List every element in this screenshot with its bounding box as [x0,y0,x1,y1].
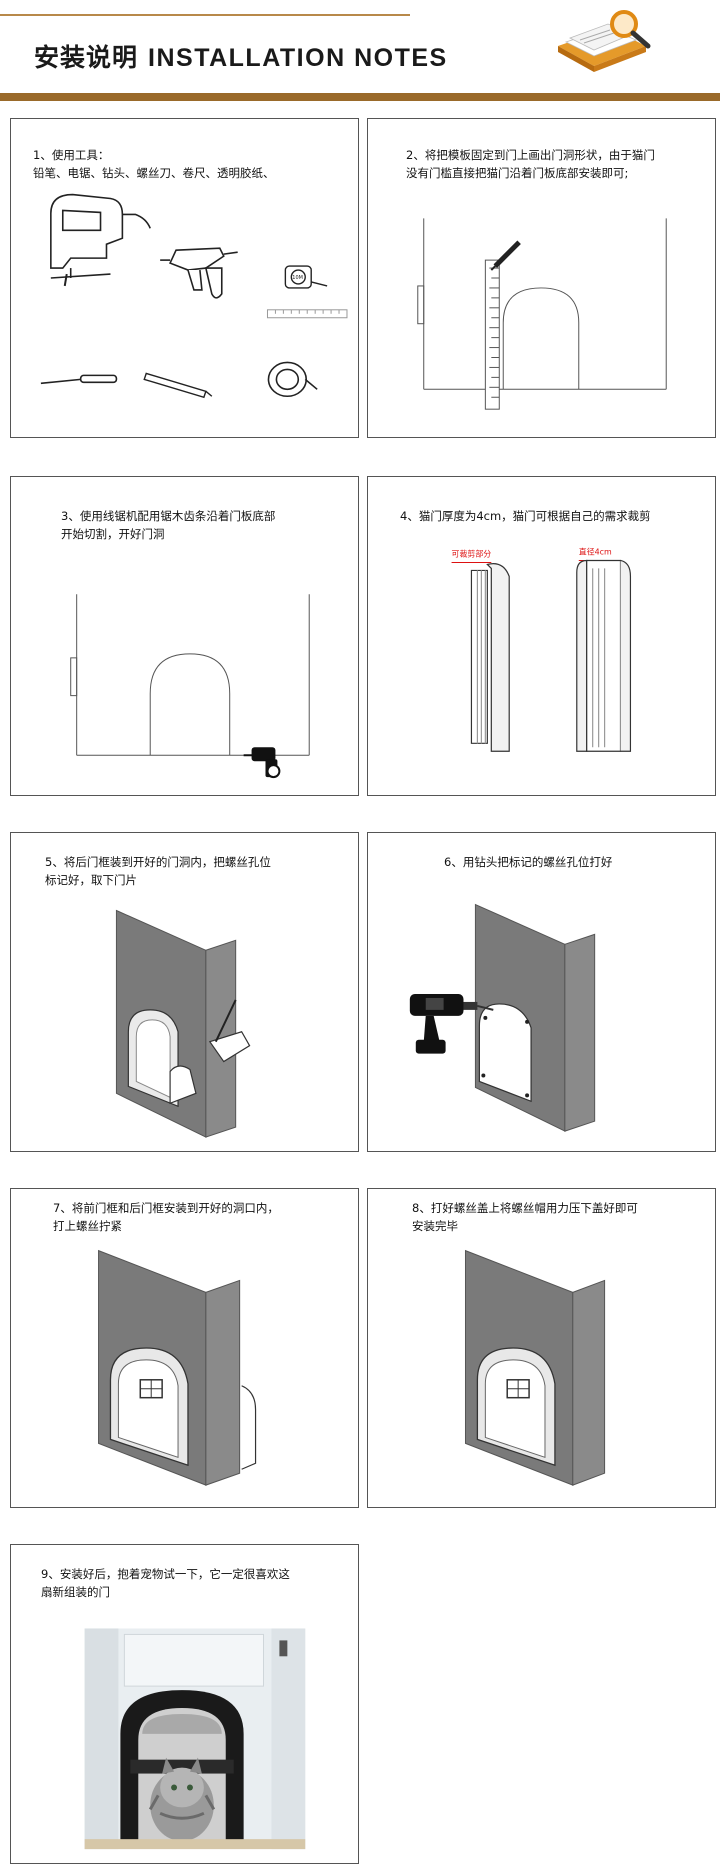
cat-door-front-frame [109,1347,189,1467]
step-6-panel: 6、用钻头把标记的螺丝孔位打好 [367,832,716,1152]
step-3-panel: 3、使用线锯机配用锯木齿条沿着门板底部 开始切割，开好门洞 [10,476,359,796]
step-5-caption: 5、将后门框装到开好的门洞内，把螺丝孔位 标记好，取下门片 [45,855,271,887]
header-bottom-bar [0,93,720,101]
step-2-panel: 2、将把模板固定到门上画出门洞形状，由于猫门 没有门槛直接把猫门沿着门板底部安装… [367,118,716,438]
diameter-label: 直径4cm [579,547,612,557]
traced-arch [502,287,580,390]
cutting-illustration [70,594,310,779]
marking-screw-holes-illustration [115,909,251,1138]
page-title: 安装说明 INSTALLATION NOTES [34,38,448,74]
floor [84,1839,306,1850]
title-chinese: 安装说明 [34,43,139,72]
page-header: 安装说明 INSTALLATION NOTES [0,0,720,104]
step-7-panel: 7、将前门框和后门框安装到开好的洞口内， 打上螺丝拧紧 [10,1188,359,1508]
documents-magnifier-icon [558,10,651,72]
step-1-panel: 1、使用工具： 铅笔、电锯、钻头、螺丝刀、卷尺、透明胶纸、 10M [10,118,359,438]
hand-icon [169,1065,197,1105]
step-4-caption: 4、猫门厚度为4cm，猫门可根据自己的需求裁剪 [400,509,651,523]
drilling-holes-illustration [409,903,596,1132]
door-opening [478,1003,532,1103]
step-9-panel: 9、安装好后，抱着宠物试一下，它一定很喜欢这 扇新组装的门 [10,1544,359,1864]
door-hinge [279,1640,288,1657]
door-side-view-right [576,559,632,752]
pencil-icon [490,240,521,271]
hand-with-pencil-icon [208,999,251,1063]
step-6-caption: 6、用钻头把标记的螺丝孔位打好 [444,855,613,869]
step-7-caption: 7、将前门框和后门框安装到开好的洞口内， 打上螺丝拧紧 [53,1201,279,1233]
hinge [70,657,78,697]
ruler-icon [266,309,348,319]
step-4-panel: 4、猫门厚度为4cm，猫门可根据自己的需求裁剪 可裁剪部分 直径4cm [367,476,716,796]
title-english: INSTALLATION NOTES [148,44,448,72]
glue-gun-icon [160,247,238,299]
installing-frames-illustration [98,1249,257,1486]
jigsaw-icon [243,747,281,779]
cat-image [148,1757,216,1842]
completed-installation-illustration [464,1249,606,1486]
cat-door-back-frame [241,1385,257,1470]
door-side-view-left [470,563,510,752]
cat-using-door-photo [84,1628,306,1850]
step-3-caption: 3、使用线锯机配用锯木齿条沿着门板底部 开始切割，开好门洞 [61,509,276,541]
tools-illustration: 10M [40,193,348,399]
step-8-panel: 8、打好螺丝盖上将螺丝帽用力压下盖好即可 安装完毕 [367,1188,716,1508]
hinge [417,285,425,325]
step-9-caption: 9、安装好后，抱着宠物试一下，它一定很喜欢这 扇新组装的门 [41,1567,290,1599]
template-marking-illustration [417,218,667,410]
door-flap [130,1759,234,1774]
power-drill-icon [409,993,494,1054]
header-top-rule [0,14,410,16]
step-8-caption: 8、打好螺丝盖上将螺丝帽用力压下盖好即可 安装完毕 [412,1201,638,1233]
template-ruler [484,259,500,410]
tape-label: 10M [292,275,303,281]
trimmable-part-label: 可裁剪部分 [452,549,492,559]
step-2-caption: 2、将把模板固定到门上画出门洞形状，由于猫门 没有门槛直接把猫门沿着门板底部安装… [406,148,655,180]
step-1-caption: 1、使用工具： 铅笔、电锯、钻头、螺丝刀、卷尺、透明胶纸、 [33,148,275,180]
door-thickness-illustration: 可裁剪部分 直径4cm [452,547,632,752]
step-5-panel: 5、将后门框装到开好的门洞内，把螺丝孔位 标记好，取下门片 [10,832,359,1152]
screwdriver-icon [40,374,118,385]
arch-outline [149,653,231,756]
clear-tape-icon [267,361,318,398]
jigsaw-icon [50,193,151,287]
cat-door-installed [476,1347,556,1467]
pencil-icon [143,372,213,399]
tape-measure-icon: 10M [284,265,328,289]
